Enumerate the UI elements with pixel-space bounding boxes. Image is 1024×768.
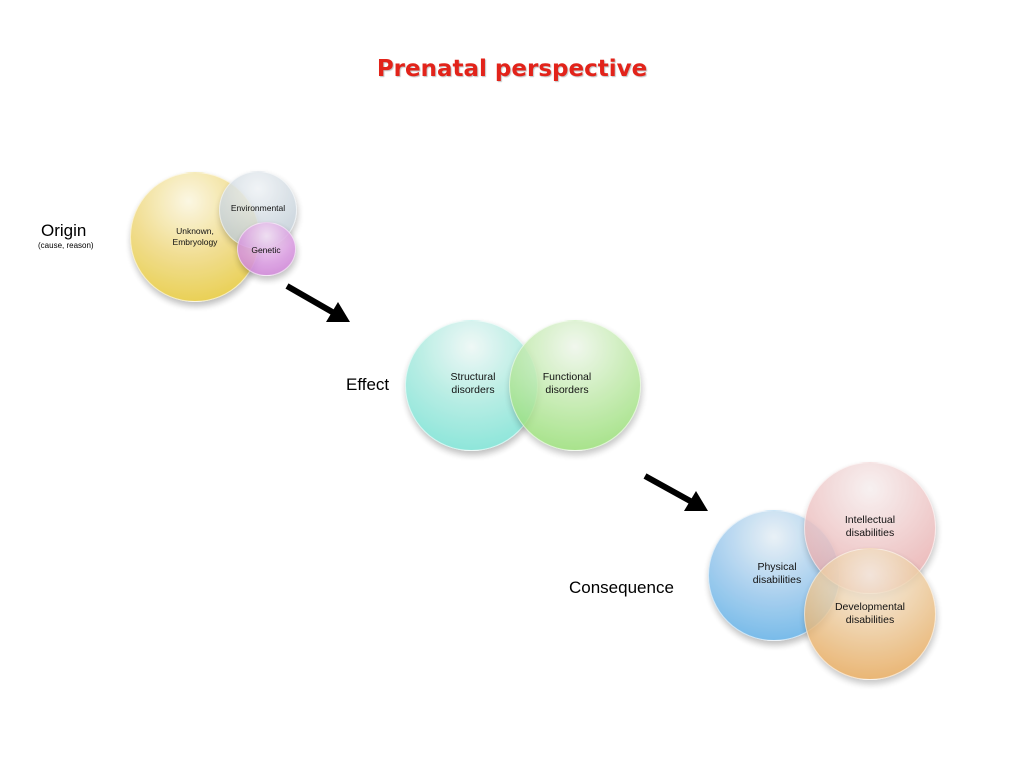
physical-disabilities-label: Physical disabilities: [752, 561, 802, 587]
unknown-embryology-label: Unknown, Embryology: [172, 226, 218, 247]
functional-disorders-label: Functional disorders: [542, 371, 592, 397]
arrow-origin-to-effect-icon: [285, 283, 350, 322]
origin-label: Origin: [41, 221, 87, 240]
structural-disorders-label: Structural disorders: [450, 371, 496, 397]
developmental-disabilities-label: Developmental disabilities: [834, 601, 906, 627]
intellectual-disabilities-label: Intellectual disabilities: [844, 514, 896, 540]
page-title: Prenatal perspective: [376, 56, 648, 82]
genetic-label: Genetic: [251, 245, 281, 255]
consequence-label: Consequence: [569, 578, 674, 597]
effect-label: Effect: [346, 375, 390, 394]
origin-sublabel: (cause, reason): [38, 241, 94, 250]
environmental-label: Environmental: [230, 203, 286, 213]
functional-disorders-circle: [509, 320, 641, 451]
arrow-effect-to-consequence-icon: [643, 473, 708, 511]
genetic-circle: [237, 222, 296, 276]
developmental-disabilities-circle: [804, 548, 936, 680]
